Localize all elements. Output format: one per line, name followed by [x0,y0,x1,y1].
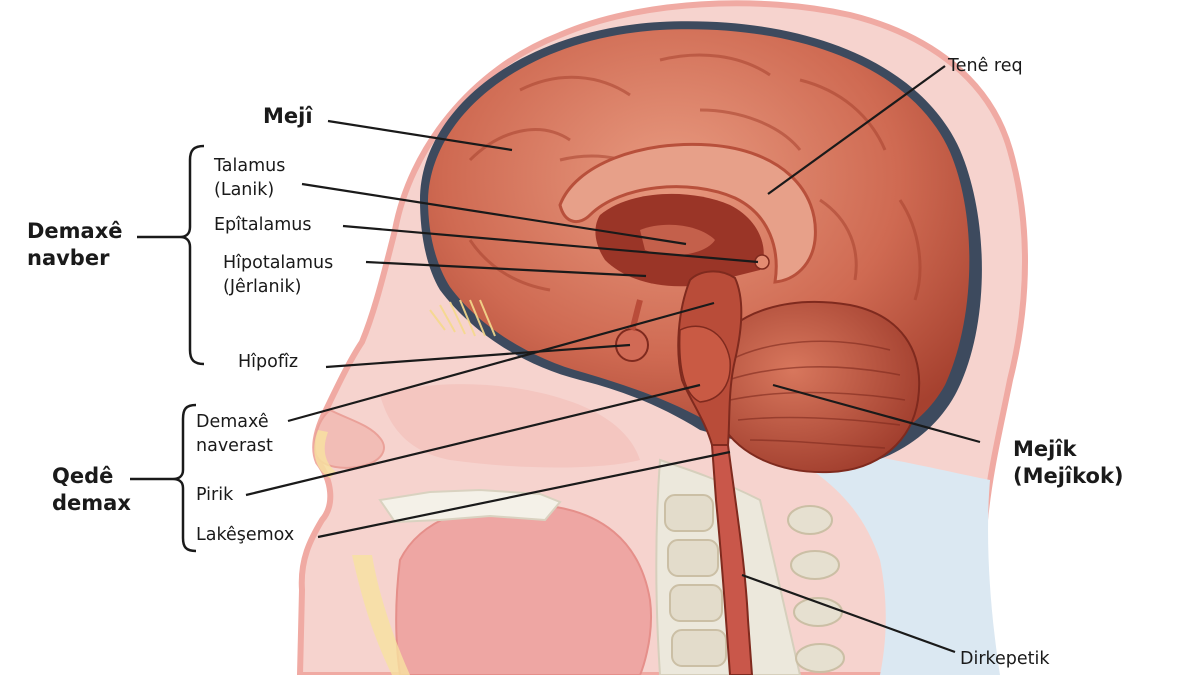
leader-hipotalamus [365,260,647,278]
label-epitalamus: Epîtalamus [214,215,312,235]
leader-demaxe-naverast [287,301,715,423]
leader-lakesemox [317,450,731,539]
label-pirik: Pirik [196,485,234,505]
label-hipotalamus: Hîpotalamus (Jêrlanik) [223,251,333,299]
leader-mejik [772,383,981,444]
brace-demaxe-navber [137,144,205,366]
leader-tene-req [767,65,946,195]
brace-qede-demax [130,403,197,553]
label-lakesemox: Lakêşemox [196,525,295,545]
label-demaxe-naverast: Demaxê naverast [196,410,273,458]
leader-epitalamus [342,224,759,264]
label-qede-demax-line2: demax [52,491,131,515]
csf-back [760,440,1000,675]
lip-accent [352,555,410,675]
label-hipotalamus-line1: Hîpotalamus [223,253,334,273]
spinal-cord [710,444,754,675]
nasal-yellow-accent [314,430,336,478]
corpus-callosum [558,142,817,284]
label-qede-demax-line1: Qedê [52,464,114,488]
label-demaxe-navber-line2: navber [27,246,110,270]
leader-hipofiz [325,343,631,369]
spine [655,440,1000,675]
label-qede-demax: Qedê demax [52,463,131,517]
brain [420,21,982,675]
label-demaxe-navber-line1: Demaxê [27,219,123,243]
vertebrae-bodies [664,494,727,667]
thalamus-mass [640,224,715,256]
label-mejik-line2: (Mejîkok) [1013,464,1124,488]
label-hipofiz: Hîpofîz [238,352,299,372]
label-mejik: Mejîk (Mejîkok) [1013,436,1124,490]
label-demaxe-naverast-line2: naverast [196,436,273,456]
cerebellum-folia [727,340,906,449]
label-hipotalamus-line2: (Jêrlanik) [223,277,302,297]
leader-talamus [301,182,687,246]
label-demaxe-navber: Demaxê navber [27,218,123,272]
leader-dirkepetik [741,573,956,654]
label-demaxe-naverast-line1: Demaxê [196,412,269,432]
label-talamus-line1: Talamus [214,156,286,176]
label-meji: Mejî [263,104,313,128]
spinous-processes [787,505,845,673]
pituitary-stalk [629,299,643,332]
tongue [395,503,652,675]
label-talamus: Talamus (Lanik) [214,154,285,202]
leader-meji [327,119,513,152]
label-talamus-line2: (Lanik) [214,180,275,200]
leader-lines [245,65,981,654]
leader-pirik [245,383,701,497]
pons [678,325,731,403]
label-dirkepetik: Dirkepetik [960,649,1050,669]
label-mejik-line1: Mejîk [1013,437,1077,461]
olfactory-fibers [429,299,496,337]
label-tene-req: Tenê req [948,56,1023,76]
